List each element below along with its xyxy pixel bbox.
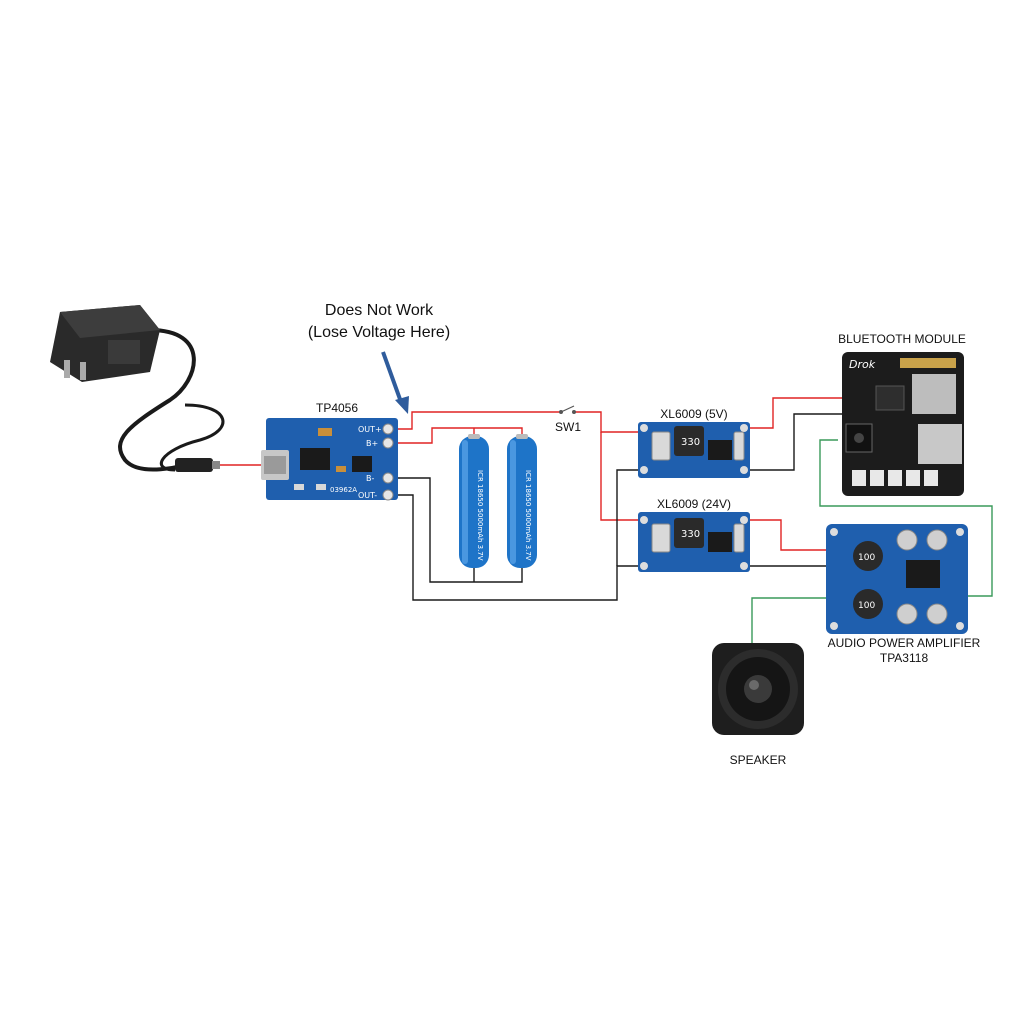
wire-switch-to-5v [574, 411, 640, 433]
tp4056-label-bplus: B+ [366, 439, 378, 448]
wire-24v-out-pos [748, 519, 830, 551]
wire-bminus-to-batteries [397, 477, 523, 583]
wire-bplus-to-batteries [397, 427, 523, 444]
annotation-note: Does Not Work (Lose Voltage Here) [300, 300, 458, 344]
xl6009-5v-inductor: 330 [681, 437, 700, 448]
annotation-arrow [381, 351, 409, 414]
wire-5v-out-pos [748, 397, 843, 429]
wire-outminus-to-gnd [397, 494, 640, 601]
wire-gnd-5v [616, 469, 640, 566]
wire-5v-out-neg [748, 413, 843, 471]
tp4056-board: OUT+ B+ B- OUT- 03962A [261, 418, 398, 501]
tp4056-code: 03962A [330, 486, 357, 494]
wire-outplus-to-switch [397, 411, 560, 430]
wire-audio-left [819, 439, 993, 597]
tp4056-label-bminus: B- [366, 474, 374, 483]
amp-inductor-1: 100 [858, 553, 875, 563]
bluetooth-brand: Drok [849, 358, 876, 371]
label-amplifier-line-2: TPA3118 [879, 651, 929, 665]
annotation-line-2: (Lose Voltage Here) [307, 324, 451, 341]
switch-sw1 [559, 405, 576, 414]
xl6009-24v-inductor: 330 [681, 529, 700, 540]
xl6009-5v-board: 330 [638, 422, 750, 478]
wires [212, 397, 993, 648]
battery-cell-1: ICR 18650 5000mAh 3.7V [459, 434, 489, 568]
label-tp4056: TP4056 [315, 401, 359, 415]
xl6009-24v-board: 330 [638, 512, 750, 572]
label-sw1: SW1 [554, 420, 581, 434]
wire-switch-to-24v [600, 432, 640, 521]
annotation-line-1: Does Not Work [324, 302, 434, 319]
battery-1-text: ICR 18650 5000mAh 3.7V [476, 470, 484, 561]
tp4056-label-outplus: OUT+ [358, 425, 382, 434]
wall-charger-image [50, 305, 225, 472]
wire-speaker [751, 597, 830, 648]
label-amplifier-line-1: AUDIO POWER AMPLIFIER [827, 636, 981, 650]
label-speaker: SPEAKER [729, 753, 787, 767]
speaker-image [712, 643, 804, 735]
amp-inductor-2: 100 [858, 601, 875, 611]
bluetooth-module-board: Drok [842, 352, 964, 496]
amplifier-board: 100 100 [826, 524, 968, 634]
battery-cell-2: ICR 18650 5000mAh 3.7V [507, 434, 537, 568]
label-bluetooth-module: BLUETOOTH MODULE [838, 332, 966, 346]
tp4056-label-outminus: OUT- [358, 491, 377, 500]
label-xl6009-5v: XL6009 (5V) [660, 407, 728, 421]
battery-2-text: ICR 18650 5000mAh 3.7V [524, 470, 532, 561]
label-xl6009-24v: XL6009 (24V) [656, 497, 732, 511]
